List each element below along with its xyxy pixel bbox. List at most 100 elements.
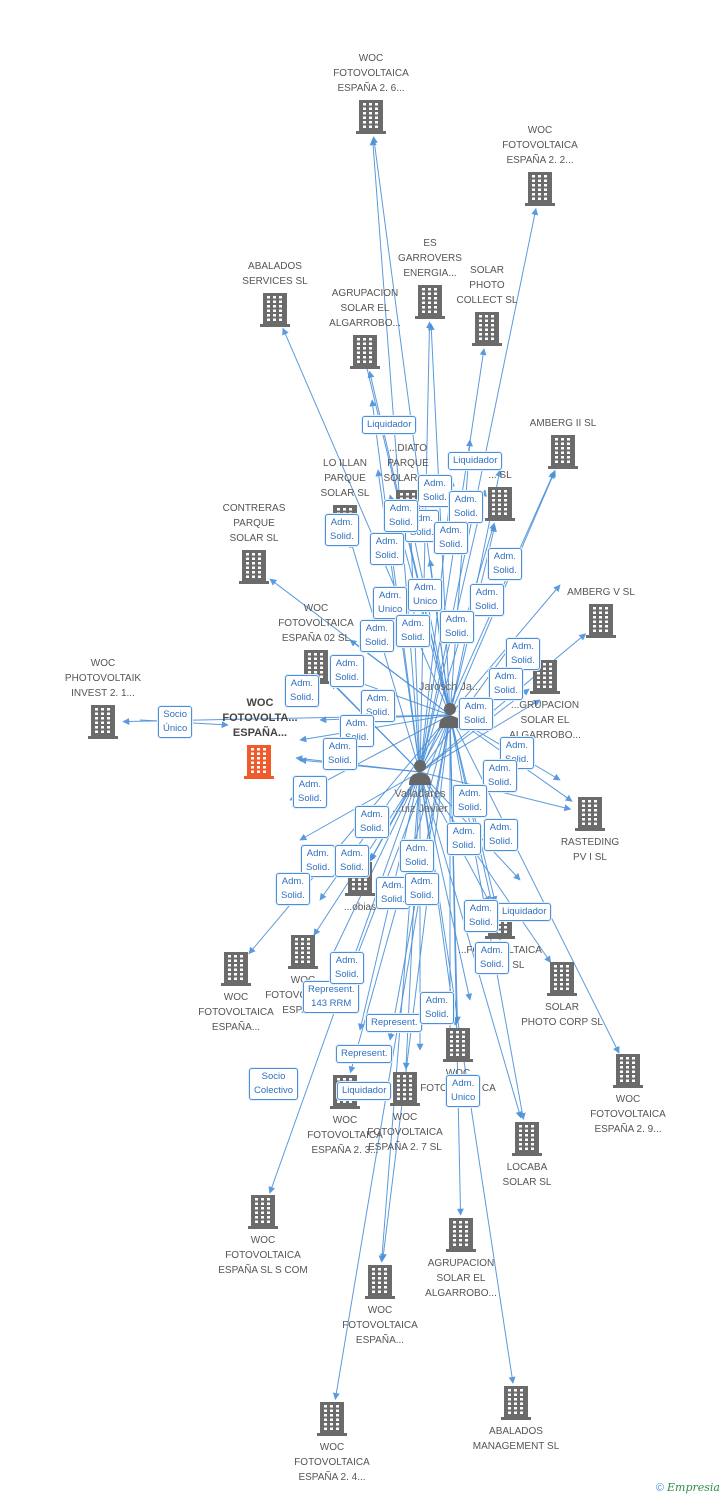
building-icon [472,312,502,346]
building-icon [485,487,515,521]
building-icon [244,745,274,779]
relation-label: Adm. Solid. [470,584,504,616]
edge-main-a [299,714,451,743]
edge-c20 [419,771,552,964]
relation-label: Adm. Solid. [488,548,522,580]
company-label: WOC FOTOVOLTAICA ESPAÑA... [342,1305,418,1346]
relation-label: Adm. Solid. [489,668,523,700]
relation-label: Liquidador [362,416,417,434]
relation-label: Adm. Solid. [323,738,357,770]
building-icon [415,285,445,319]
edge-c17 [248,714,451,955]
person-icon [409,760,431,785]
building-icon [248,1195,278,1229]
relation-label: Adm. Unico [373,587,408,619]
relation-label: Represent. 143 RRM [303,981,360,1013]
edge-extra-0 [369,399,421,773]
company-label: WOC FOTOVOLTAICA ESPAÑA 2. 4... [294,1442,370,1483]
relation-label: Adm. Solid. [293,776,327,808]
building-icon [613,1054,643,1088]
company-label: WOC FOTOVOLTAICA ESPAÑA 2. 6... [333,53,409,94]
company-label: SOLAR PHOTO CORP SL [521,1002,603,1028]
relation-label: Adm. Solid. [400,840,434,872]
relation-label: Adm. Solid. [483,760,517,792]
edge-extra-7 [449,439,474,716]
relation-label: Adm. Solid. [276,873,310,905]
relation-label: Adm. Solid. [484,819,518,851]
relation-label: Adm. Solid. [459,698,493,730]
edge-extra-11 [449,584,561,716]
building-icon [501,1386,531,1420]
company-label: ABALADOS MANAGEMENT SL [472,1426,560,1452]
company-label: WOC FOTOVOLTAICA ESPAÑA... [198,992,274,1033]
building-icon [586,604,616,638]
relation-label: Adm. Solid. [285,675,319,707]
relation-label: Adm. Solid. [440,611,474,643]
company-label: LO ILLAN PARQUE SOLAR SL [320,458,370,499]
relation-label: Adm. Solid. [500,737,534,769]
building-icon [221,952,251,986]
company-label: ABALADOS SERVICES SL [242,261,308,287]
relation-label: Adm. Solid. [418,475,452,507]
relation-label: Adm. Solid. [355,806,389,838]
relation-label: Adm. Solid. [325,514,359,546]
relation-label: Adm. Solid. [420,992,454,1024]
relation-label: Adm. Solid. [330,952,364,984]
building-icon [350,335,380,369]
edge2-c4 [427,323,451,716]
building-icon [575,797,605,831]
edge2-c28 [379,714,451,1261]
relation-label: Adm. Solid. [384,500,418,532]
building-icon [512,1122,542,1156]
relation-label: Adm. Unico [446,1075,481,1107]
company-label: AMBERG V SL [567,587,635,598]
relation-label: Adm. Solid. [376,877,410,909]
building-icon [356,100,386,134]
company-label: WOC FOTOVOLTAICA ESPAÑA 02 SL [278,603,354,644]
edge-extra-29 [349,639,451,716]
company-label: WOC FOTOVOLTA... ESPAÑA... [222,697,298,739]
building-icon [260,293,290,327]
edge-main-b [295,755,421,773]
building-icon [525,172,555,206]
company-label: ...GRUPACION SOLAR EL ALGARROBO... [509,700,581,741]
company-label: AGRUPACION SOLAR EL ALGARROBO... [329,288,401,329]
edge-c8 [349,540,421,773]
relation-label: Adm. Solid. [396,615,430,647]
relation-label: Represent. [336,1045,393,1063]
company-label: WOC FOTOVOLTAICA ESPAÑA SL S COM [218,1235,308,1276]
relation-label: Adm. Solid. [447,823,481,855]
company-label: LOCABA SOLAR SL [502,1162,552,1188]
edge-c9 [409,525,451,716]
company-label: WOC FOTOVOLTAICA ESPAÑA 2. 2... [502,125,578,166]
relation-label: Liquidador [337,1082,392,1100]
person-icon [439,703,461,728]
relation-label: Liquidador [497,903,552,921]
edge2-c25 [419,771,523,1119]
relation-label: Adm. Unico [408,579,443,611]
edge-extra-28 [329,679,421,773]
company-label: WOC PHOTOVOLTAIK INVEST 2. 1... [64,658,142,699]
relation-label: Adm. Solid. [506,638,540,670]
building-icon [390,1072,420,1106]
building-icon [288,935,318,969]
company-label: WOC FOTOVOLTAICA ESPAÑA 2. 3... [307,1115,383,1156]
edge-c10 [419,522,496,773]
edge-c29 [332,714,451,1400]
person-label: Valladares ...uiz Javier [392,788,448,815]
company-label: SOLAR PHOTO COLLECT SL [456,265,518,306]
edge-extra-22 [329,771,421,961]
company-label: WOC FOTOVOLTAICA ESPAÑA 2. 9... [590,1094,666,1135]
relation-label: Adm. Solid. [434,522,468,554]
person-label: Jarosch Ja... [418,681,482,693]
footer-brand[interactable]: © Empresia [656,1481,720,1494]
edge2-c1 [369,138,421,773]
company-label: AGRUPACION SOLAR EL ALGARROBO... [425,1258,497,1299]
relation-label: Adm. Solid. [360,620,394,652]
relation-label: Adm. Solid. [453,785,487,817]
relation-label: Adm. Solid. [301,845,335,877]
company-label: ES GARROVERS ENERGIA... [398,238,462,279]
building-icon [317,1402,347,1436]
building-icon [88,705,118,739]
